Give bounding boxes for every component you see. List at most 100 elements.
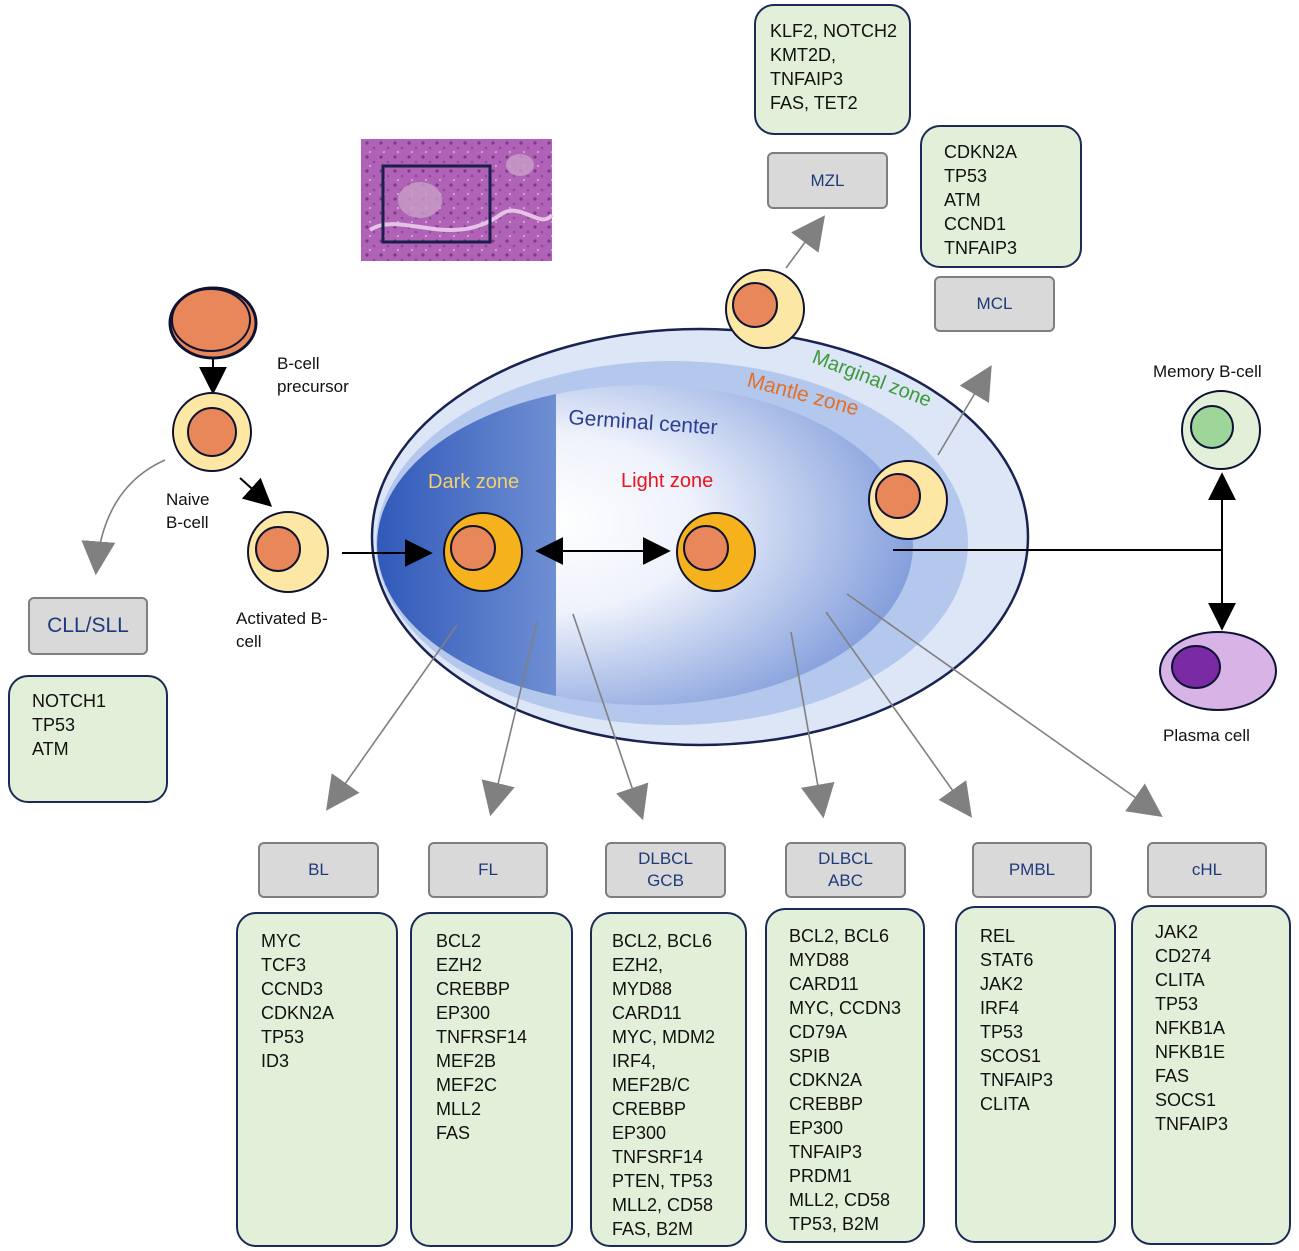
naive-bcell	[172, 392, 252, 472]
bcell-precursor-label: B-cell precursor	[277, 354, 349, 396]
gene-item: ATM	[944, 190, 981, 210]
gene-item: MEF2C	[436, 1075, 498, 1095]
arrow-to-mcl	[937, 365, 992, 456]
gene-item: KMT2D,	[770, 45, 837, 65]
chl-gene-list: JAK2 CD274 CLITA TP53 NFKB1A NFKB1E FAS …	[1131, 905, 1291, 1245]
naive-bcell-line-2: B-cell	[166, 513, 209, 532]
gene-item: TP53	[1155, 994, 1199, 1014]
gene-item: MLL2, CD58	[789, 1190, 891, 1210]
memory-bcell-label: Memory B-cell	[1153, 362, 1262, 381]
gene-item: SCOS1	[980, 1046, 1042, 1066]
gene-item: TP53, B2M	[789, 1214, 880, 1234]
gene-item: CARD11	[612, 1003, 682, 1023]
pmbl-gene-list: REL STAT6 JAK2 IRF4 TP53 SCOS1 TNFAIP3 C…	[955, 906, 1116, 1243]
gene-item: MLL2	[436, 1099, 482, 1119]
gene-item: CARD11	[789, 974, 859, 994]
dlbcl-abc-label-line-1: DLBCL	[818, 849, 873, 868]
gene-item: REL	[980, 926, 1016, 946]
gene-item: CLITA	[980, 1094, 1030, 1114]
gene-item: FAS, B2M	[612, 1219, 694, 1239]
naive-bcell-label: Naive B-cell	[166, 490, 214, 532]
gene-item: TNFAIP3	[980, 1070, 1054, 1090]
fl-label: FL	[478, 860, 498, 879]
gene-item: MLL2, CD58	[612, 1195, 714, 1215]
gene-item: CREBBP	[612, 1099, 687, 1119]
gene-item: CD274	[1155, 946, 1212, 966]
dlbcl-gcb-label-line-1: DLBCL	[638, 849, 693, 868]
histology-thumbnail-icon	[361, 139, 554, 261]
gene-item: TP53	[32, 715, 76, 735]
plasma-cell	[1159, 631, 1277, 711]
arrow-to-mzl	[785, 215, 826, 269]
bl-gene-list: MYC TCF3 CCND3 CDKN2A TP53 ID3	[236, 912, 398, 1247]
gene-item: BCL2, BCL6	[612, 931, 713, 951]
gene-item: TP53	[980, 1022, 1024, 1042]
light-zone-cell	[676, 512, 756, 592]
gene-item: TNFAIP3	[789, 1142, 863, 1162]
activated-bcell-line-2: cell	[236, 632, 262, 651]
bcell-precursor	[168, 286, 258, 360]
chl-label: cHL	[1191, 860, 1223, 879]
arrow-to-dlbcl-gcb	[572, 613, 649, 821]
gene-item: CREBBP	[789, 1094, 864, 1114]
arrow-to-bl	[326, 624, 458, 811]
gene-item: TNFAIP3	[770, 69, 844, 89]
gene-item: CLITA	[1155, 970, 1205, 990]
arrow-naive-to-activated	[239, 477, 273, 507]
bcell-precursor-line-2: precursor	[277, 377, 349, 396]
gene-item: TNFAIP3	[944, 238, 1018, 258]
gene-item: IRF4,	[612, 1051, 657, 1071]
gene-item: TP53	[944, 166, 988, 186]
gene-item: BCL2	[436, 931, 482, 951]
gene-item: TNFSRF14	[612, 1147, 704, 1167]
arrow-to-pmbl	[825, 611, 972, 818]
activated-bcell	[247, 511, 329, 593]
mzl-box: MZL	[767, 152, 888, 209]
arrow-to-cll-sll	[81, 459, 166, 576]
dark-zone-cell	[443, 512, 523, 592]
gene-item: CDKN2A	[261, 1003, 335, 1023]
gene-item: CD79A	[789, 1022, 848, 1042]
mzl-label: MZL	[810, 170, 845, 190]
plasma-cell-label: Plasma cell	[1163, 726, 1250, 745]
gene-item: TP53	[261, 1027, 305, 1047]
gene-item: CDKN2A	[944, 142, 1018, 162]
fl-gene-list: BCL2 EZH2 CREBBP EP300 TNFRSF14 MEF2B ME…	[410, 912, 573, 1247]
gene-item: STAT6	[980, 950, 1034, 970]
gene-item: MYD88	[612, 979, 673, 999]
gene-item: EP300	[436, 1003, 491, 1023]
gene-item: SOCS1	[1155, 1090, 1217, 1110]
gene-item: MEF2B/C	[612, 1075, 691, 1095]
cll-sll-label: CLL/SLL	[47, 614, 129, 637]
bl-label: BL	[308, 860, 329, 879]
fl-box: FL	[428, 842, 548, 898]
gene-item: CCND1	[944, 214, 1007, 234]
dlbcl-gcb-box: DLBCL GCB	[605, 842, 726, 898]
gene-item: JAK2	[1155, 922, 1199, 942]
dlbcl-abc-gene-list: BCL2, BCL6 MYD88 CARD11 MYC, CCDN3 CD79A…	[765, 908, 925, 1243]
gene-item: TCF3	[261, 955, 306, 975]
gene-item: PRDM1	[789, 1166, 853, 1186]
gene-item: TNFAIP3	[1155, 1114, 1229, 1134]
gene-item: MYC, CCDN3	[789, 998, 902, 1018]
mcl-gene-list: CDKN2A TP53 ATM CCND1 TNFAIP3	[920, 125, 1082, 268]
dlbcl-gcb-label-line-2: GCB	[647, 871, 684, 890]
gene-item: FAS	[436, 1123, 471, 1143]
dlbcl-abc-box: DLBCL ABC	[785, 842, 906, 898]
mzl-gene-list: KLF2, NOTCH2 KMT2D, TNFAIP3 FAS, TET2	[754, 4, 911, 135]
gene-item: EP300	[612, 1123, 667, 1143]
gene-item: CCND3	[261, 979, 324, 999]
gene-item: MEF2B	[436, 1051, 497, 1071]
gene-item: TNFRSF14	[436, 1027, 528, 1047]
gene-item: FAS, TET2	[770, 93, 858, 113]
chl-box: cHL	[1147, 842, 1267, 898]
activated-bcell-line-1: Activated B-	[236, 609, 328, 628]
arrow-to-fl	[481, 621, 538, 817]
gene-item: MYC, MDM2	[612, 1027, 715, 1047]
mcl-label: MCL	[976, 294, 1013, 313]
pmbl-label: PMBL	[1008, 860, 1056, 879]
gene-item: CDKN2A	[789, 1070, 863, 1090]
gene-item: EZH2,	[612, 955, 664, 975]
gene-item: EP300	[789, 1118, 844, 1138]
gene-item: NFKB1E	[1155, 1042, 1226, 1062]
